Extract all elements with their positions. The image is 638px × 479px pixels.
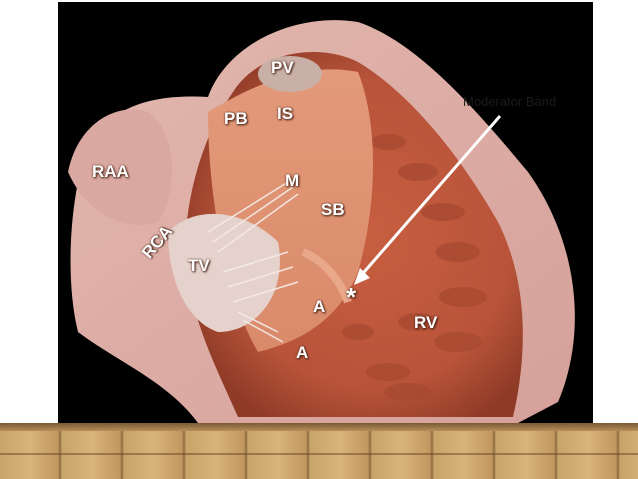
pulmonary-valve xyxy=(258,56,322,92)
wooden-floor-decoration xyxy=(0,423,638,479)
label-pb: PB xyxy=(224,109,248,128)
label-sb: SB xyxy=(321,200,345,219)
label-m: M xyxy=(285,171,300,190)
label-is: IS xyxy=(277,104,294,123)
label-a-upper: A xyxy=(313,297,326,316)
moderator-band xyxy=(301,248,352,304)
label-tv: TV xyxy=(188,256,210,275)
tricuspid-leaflets xyxy=(168,213,280,332)
annotation-arrow xyxy=(356,115,502,280)
moderator-band-annotation: Moderator Band xyxy=(463,94,557,109)
heart-photo xyxy=(58,2,593,423)
chordae xyxy=(207,181,299,343)
label-a-lower: A xyxy=(296,343,309,362)
heart-illustration xyxy=(68,20,575,423)
trabeculations xyxy=(342,134,487,401)
right-atrial-appendage xyxy=(68,109,172,225)
label-pv: PV xyxy=(271,58,294,77)
annotation-arrowhead xyxy=(354,268,370,285)
label-raa: RAA xyxy=(92,162,129,181)
label-asterisk: * xyxy=(346,282,357,312)
label-rv: RV xyxy=(414,313,438,332)
